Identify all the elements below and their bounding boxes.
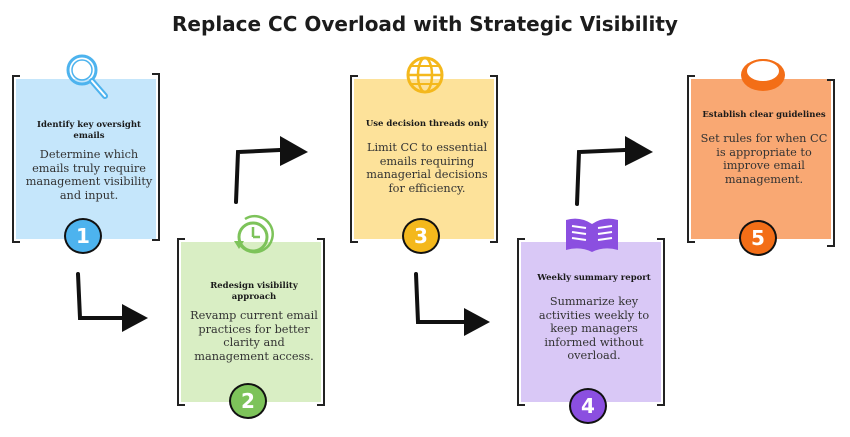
step-number: 5 bbox=[751, 226, 765, 250]
bracket-right bbox=[152, 73, 160, 241]
bracket-right bbox=[827, 79, 835, 247]
step-number: 4 bbox=[581, 394, 595, 418]
button-disc-icon bbox=[741, 59, 785, 91]
bracket-left bbox=[517, 238, 525, 406]
step-number-badge: 5 bbox=[739, 220, 777, 256]
card-background bbox=[181, 242, 321, 402]
card-background bbox=[691, 79, 831, 239]
step-description: Determine which emails truly require man… bbox=[25, 148, 153, 202]
arrow-down-right-1 bbox=[76, 272, 148, 332]
card-background bbox=[16, 79, 156, 239]
step-heading: Establish clear guidelines bbox=[702, 110, 826, 120]
step-number-badge: 1 bbox=[64, 218, 102, 254]
diagram-title: Replace CC Overload with Strategic Visib… bbox=[172, 12, 678, 36]
step-description: Revamp current email practices for bette… bbox=[190, 309, 318, 363]
bracket-left bbox=[12, 75, 20, 243]
step-card-4: Weekly summary report Summarize key acti… bbox=[517, 218, 667, 424]
arrow-down-right-3 bbox=[414, 272, 490, 336]
step-number: 2 bbox=[241, 389, 255, 413]
card-background bbox=[521, 242, 661, 402]
card-background bbox=[354, 79, 494, 239]
step-number: 1 bbox=[76, 224, 90, 248]
step-heading: Identify key oversight emails bbox=[37, 120, 141, 141]
step-heading: Weekly summary report bbox=[537, 273, 651, 283]
step-description: Summarize key activities weekly to keep … bbox=[538, 295, 650, 362]
step-number-badge: 4 bbox=[569, 388, 607, 424]
step-description: Limit CC to essential emails requiring m… bbox=[366, 141, 488, 195]
step-card-3: Use decision threads only Limit CC to es… bbox=[350, 56, 500, 254]
magnifier-icon bbox=[66, 54, 108, 99]
clock-cycle-icon bbox=[234, 214, 274, 254]
arrow-up-right-2 bbox=[234, 136, 308, 204]
step-heading: Use decision threads only bbox=[365, 119, 489, 129]
bracket-right bbox=[317, 238, 325, 406]
step-card-2: Redesign visibility approach Revamp curr… bbox=[177, 214, 327, 419]
step-description: Set rules for when CC is appropriate to … bbox=[700, 132, 828, 186]
step-card-1: Identify key oversight emails Determine … bbox=[12, 54, 162, 254]
step-number-badge: 3 bbox=[402, 218, 440, 254]
bracket-left bbox=[177, 238, 185, 406]
step-heading: Redesign visibility approach bbox=[210, 281, 298, 302]
open-book-icon bbox=[566, 218, 618, 252]
step-number-badge: 2 bbox=[229, 383, 267, 419]
bracket-right bbox=[490, 75, 498, 243]
step-number: 3 bbox=[414, 224, 428, 248]
arrow-up-right-4 bbox=[575, 136, 653, 206]
step-card-5: Establish clear guidelines Set rules for… bbox=[687, 59, 837, 256]
bracket-left bbox=[350, 75, 358, 243]
bracket-left bbox=[687, 75, 695, 243]
globe-icon bbox=[406, 56, 444, 94]
bracket-right bbox=[657, 238, 665, 406]
